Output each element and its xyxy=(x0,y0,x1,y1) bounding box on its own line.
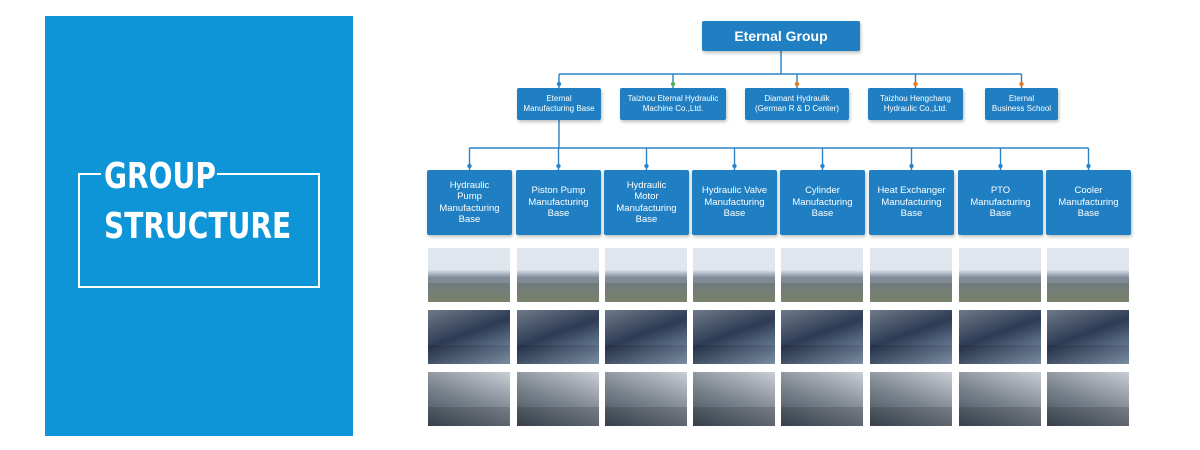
connector-dot xyxy=(1019,81,1024,87)
manufacturing-base-node-line: Manufacturing xyxy=(439,202,500,214)
connector-dot xyxy=(556,81,562,87)
factory-photo xyxy=(959,310,1041,364)
company-node-line: Eternal xyxy=(546,94,572,103)
factory-photo xyxy=(428,372,510,426)
factory-photo xyxy=(781,372,863,426)
company-node-line: Eternal xyxy=(1008,94,1035,103)
factory-photo xyxy=(428,310,510,364)
manufacturing-base-node-line: PTO xyxy=(990,185,1011,197)
factory-photo xyxy=(517,372,599,426)
manufacturing-base-node-line: Base xyxy=(900,208,923,220)
factory-photo xyxy=(870,310,952,364)
company-node-line: Manufacturing Base xyxy=(523,104,595,113)
manufacturing-base-node-line: Motor xyxy=(634,191,659,202)
title-line-structure: STRUCTURE xyxy=(104,206,292,247)
manufacturing-base-node-line: Heat Exchanger xyxy=(877,185,946,197)
factory-photo xyxy=(870,248,952,302)
factory-photo xyxy=(428,248,510,302)
manufacturing-base-node-line: Hydraulic xyxy=(626,179,667,191)
factory-photo xyxy=(693,310,775,364)
connector-dot xyxy=(1086,163,1091,169)
manufacturing-base-node-line: Manufacturing xyxy=(970,196,1031,208)
connector-dot xyxy=(998,163,1003,169)
title-frame-gap xyxy=(101,156,217,266)
manufacturing-base-node-line: Base xyxy=(811,208,834,220)
manufacturing-base-node-line: Hydraulic Valve xyxy=(701,185,768,197)
manufacturing-base-node-line: Piston Pump xyxy=(531,185,586,197)
connector-dot xyxy=(670,81,676,87)
company-node: Diamant Hydraulik(German R & D Center) xyxy=(745,88,849,120)
root-node: Eternal Group xyxy=(702,21,860,51)
company-node-line: Machine Co.,Ltd. xyxy=(642,104,704,113)
manufacturing-base-node-line: Manufacturing xyxy=(528,196,589,208)
connector-dot xyxy=(467,163,472,169)
connector-dot xyxy=(644,163,649,169)
manufacturing-base-node-line: Base xyxy=(989,208,1012,220)
title-panel: GROUP STRUCTURE xyxy=(45,16,353,436)
manufacturing-base-node-line: Base xyxy=(547,208,570,220)
manufacturing-base-node-line: Base xyxy=(635,214,658,225)
factory-photo xyxy=(781,248,863,302)
factory-photo xyxy=(959,248,1041,302)
company-node-line: Taizhou Hengchang xyxy=(880,94,951,103)
manufacturing-base-node-line: Manufacturing xyxy=(616,202,677,214)
factory-photo xyxy=(781,310,863,364)
connector-dot xyxy=(556,163,561,169)
connector-dot xyxy=(820,163,825,169)
company-node-line: Taizhou Eternal Hydraulic xyxy=(627,94,719,103)
manufacturing-base-node-line: Pump xyxy=(457,191,482,202)
company-node-line: Diamant Hydraulik xyxy=(764,94,830,103)
manufacturing-base-node-line: Cylinder xyxy=(805,185,840,197)
manufacturing-base-node-line: Manufacturing xyxy=(881,196,942,208)
connector-dot xyxy=(794,81,800,87)
factory-photo xyxy=(517,310,599,364)
factory-photo xyxy=(959,372,1041,426)
factory-photo xyxy=(605,248,687,302)
manufacturing-base-node-line: Cooler xyxy=(1074,185,1103,197)
connector-dot xyxy=(909,163,914,169)
title-line-group: GROUP xyxy=(104,156,216,197)
manufacturing-base-node-line: Manufacturing xyxy=(704,196,765,208)
manufacturing-base-node-line: Base xyxy=(723,208,746,220)
factory-photo xyxy=(1047,372,1129,426)
factory-photo xyxy=(1047,248,1129,302)
manufacturing-base-node-line: Base xyxy=(458,214,481,225)
connector-dot xyxy=(732,163,737,169)
company-node-line: (German R & D Center) xyxy=(754,104,840,113)
factory-photo xyxy=(693,248,775,302)
manufacturing-base-node-line: Manufacturing xyxy=(792,196,853,208)
manufacturing-base-node-line: Hydraulic xyxy=(449,179,490,191)
factory-photo xyxy=(517,248,599,302)
factory-photo xyxy=(605,372,687,426)
factory-photo xyxy=(1047,310,1129,364)
company-node-line: Business School xyxy=(991,104,1052,113)
manufacturing-base-node-line: Manufacturing xyxy=(1058,196,1119,208)
factory-photo xyxy=(693,372,775,426)
manufacturing-base-node-line: Base xyxy=(1077,208,1100,220)
factory-photo xyxy=(870,372,952,426)
factory-photo xyxy=(605,310,687,364)
connector-dot xyxy=(913,81,918,87)
company-node-line: Hydraulic Co.,Ltd. xyxy=(883,104,948,113)
